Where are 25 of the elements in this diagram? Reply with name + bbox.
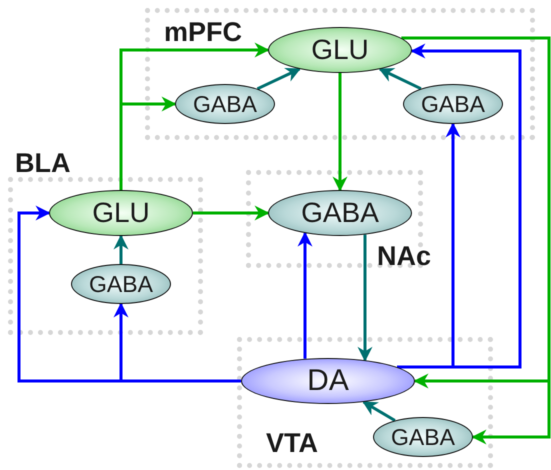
- region-outline: [145, 8, 535, 140]
- arrow: [114, 302, 241, 382]
- cell-label: GLU: [92, 197, 150, 229]
- arrow: [358, 234, 372, 362]
- region-heading: BLA: [15, 148, 70, 179]
- cell-label: GABA: [193, 90, 257, 118]
- arrow: [256, 68, 301, 90]
- arrow: [114, 234, 128, 264]
- cell-ellipse: [241, 358, 415, 404]
- region-heading: VTA: [266, 428, 318, 459]
- cell-label: GABA: [421, 90, 485, 118]
- arrow: [362, 400, 396, 422]
- arrow: [378, 68, 422, 90]
- cell-label: GABA: [89, 270, 153, 298]
- arrow: [332, 73, 348, 192]
- cell-label: GLU: [311, 34, 369, 66]
- arrow: [193, 206, 270, 220]
- region-heading: mPFC: [164, 17, 242, 48]
- cell-label: DA: [307, 364, 349, 398]
- cell-label: GABA: [391, 424, 455, 450]
- region-outline: [237, 337, 493, 468]
- cell-label: GABA: [301, 197, 379, 229]
- arrow: [120, 96, 176, 190]
- region-heading: NAc: [377, 241, 432, 272]
- arrow: [298, 232, 312, 359]
